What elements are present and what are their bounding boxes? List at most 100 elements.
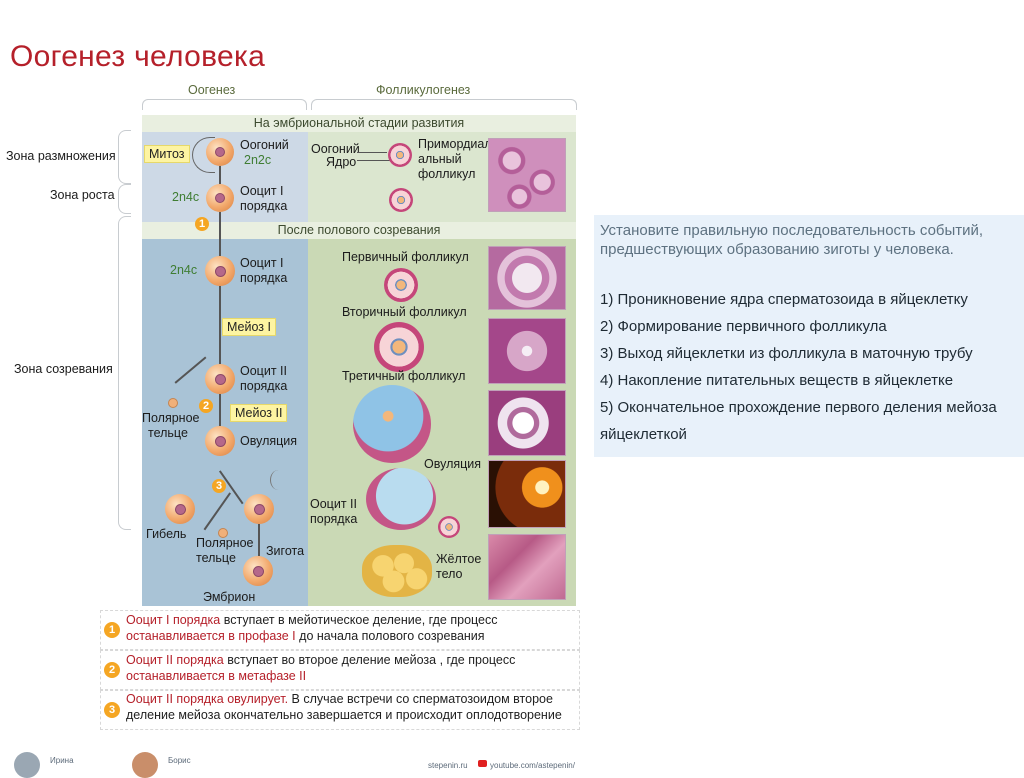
f-nucleus-label: Ядро — [326, 155, 357, 169]
note-1-line-1: Ооцит I порядка вступает в мейотическое … — [126, 612, 498, 628]
note-1-badge: 1 — [104, 622, 120, 638]
zone-maturation-label: Зона созревания — [14, 362, 113, 376]
ovulation-label: Овуляция — [240, 434, 298, 448]
primary-follicle-label: Первичный фолликул — [342, 250, 469, 264]
f-ovulation-label: Овуляция — [424, 457, 482, 471]
oogonium-cell — [206, 138, 234, 166]
zone-growth-label: Зона роста — [50, 188, 115, 202]
oogonium-2n2c: 2n2c — [244, 153, 272, 167]
ovulating-follicle — [366, 468, 436, 530]
task-item-4: 4) Накопление питательных веществ в яйце… — [600, 372, 954, 389]
note-1-highlight-2: останавливается в профазе I — [126, 629, 296, 643]
micrograph-corpus-luteum — [488, 534, 566, 600]
column-heading-oogenesis: Оогенез — [188, 83, 236, 97]
f-oocyte2-label-b: порядка — [310, 512, 358, 526]
note-2-line-1: Ооцит II порядка вступает во второе деле… — [126, 652, 515, 668]
note-2-text-1: вступает во второе деление мейоза , где … — [223, 653, 516, 667]
task-item-2: 2) Формирование первичного фолликула — [600, 318, 887, 335]
primordial-label-c: фолликул — [418, 167, 476, 181]
note-3-highlight-1: Ооцит II порядка овулирует. — [126, 692, 289, 706]
yellow-body-label-b: тело — [436, 567, 463, 581]
arrow-oogonium-oocyte — [219, 166, 221, 184]
polar-body-2 — [218, 528, 228, 538]
micrograph-tertiary — [488, 390, 566, 456]
oocyte1-cell-embryo — [206, 184, 234, 212]
note-2-line-2: останавливается в метафазе II — [126, 668, 306, 684]
micrograph-primary — [488, 246, 566, 310]
f-oogonium-label: Оогоний — [311, 142, 360, 156]
note-3-line-1: Ооцит II порядка овулирует. В случае вст… — [126, 691, 553, 707]
primary-follicle — [384, 268, 418, 302]
ovulated-oocyte-cell — [205, 426, 235, 456]
yellow-body-label-a: Жёлтое — [436, 552, 482, 566]
task-question: Установите правильную последовательность… — [600, 222, 984, 258]
footer-person-1: Ирина — [50, 756, 74, 765]
secondary-follicle-label: Вторичный фолликул — [342, 305, 467, 319]
primordial-label-a: Примордиаль- — [418, 137, 503, 151]
embryo-label: Эмбрион — [203, 590, 256, 604]
death-label: Гибель — [146, 527, 187, 541]
note-1-text-1: вступает в мейотическое деление, где про… — [220, 613, 498, 627]
arrow-ovulation — [219, 394, 221, 426]
meiosis1-tag: Мейоз I — [222, 318, 276, 336]
fertilized-cell — [244, 494, 274, 524]
note-3-text-1: В случае встречи со сперматозоидом второ… — [288, 692, 553, 706]
primordial-follicle — [389, 188, 413, 212]
micrograph-secondary — [488, 318, 566, 384]
micrograph-primordial — [488, 138, 566, 212]
oocyte2-cell — [205, 364, 235, 394]
bracket-maturation — [118, 216, 131, 530]
f-oocyte2-label-a: Ооцит II — [310, 497, 357, 511]
polar-body2-label-b: тельце — [196, 551, 236, 565]
zygote-cell — [243, 556, 273, 586]
note-3-box — [100, 690, 580, 730]
note-2-badge: 2 — [104, 662, 120, 678]
note-3-text-2: деление мейоза окончательно завершается … — [126, 708, 562, 722]
primordial-label-b: альный — [418, 152, 462, 166]
oocyte1-2n4c-top: 2n4c — [172, 190, 200, 204]
oocyte2-label-a: Ооцит II — [240, 364, 287, 378]
note-3-line-2: деление мейоза окончательно завершается … — [126, 707, 562, 723]
oocyte1-label-a: Ооцит I — [240, 184, 284, 198]
oocyte2-label-b: порядка — [240, 379, 288, 393]
brace-folliculogenesis — [311, 99, 577, 110]
note-2-highlight-1: Ооцит II порядка — [126, 653, 224, 667]
task-item-5-cont: яйцеклеткой — [600, 426, 687, 443]
sperm-icon — [270, 470, 287, 490]
oocyte1-puberty-label-b: порядка — [240, 271, 288, 285]
band-after-puberty: После полового созревания — [142, 222, 576, 239]
footer-site-2[interactable]: youtube.com/astepenin/ — [490, 761, 575, 770]
footer-site-1[interactable]: stepenin.ru — [428, 761, 468, 770]
avatar-2 — [132, 752, 158, 778]
note-1-box — [100, 610, 580, 650]
pointer-nucleus — [357, 160, 391, 161]
task-item-1: 1) Проникновение ядра сперматозоида в яй… — [600, 291, 968, 308]
meiosis2-tag: Мейоз II — [230, 404, 288, 422]
band-embryonic-stage: На эмбриональной стадии развития — [142, 115, 576, 132]
oocyte1-puberty-label-a: Ооцит I — [240, 256, 284, 270]
note-1-highlight-1: Ооцит I порядка — [126, 613, 221, 627]
oocyte1-2n4c: 2n4c — [170, 263, 198, 277]
footer-person-2: Борис — [168, 756, 191, 765]
avatar-1 — [14, 752, 40, 778]
corpus-luteum — [362, 545, 432, 597]
task-item-3: 3) Выход яйцеклетки из фолликула в маточ… — [600, 345, 973, 362]
note-1-line-2: останавливается в профазе I до начала по… — [126, 628, 485, 644]
polar-body-1 — [168, 398, 178, 408]
arrow-zygote — [258, 524, 260, 556]
mitosis-tag: Митоз — [144, 145, 190, 163]
death-cell — [165, 494, 195, 524]
youtube-icon — [478, 760, 487, 767]
released-oocyte — [438, 516, 460, 538]
note-3-badge: 3 — [104, 702, 120, 718]
note-2-highlight-2: останавливается в метафазе II — [126, 669, 307, 683]
bracket-growth — [118, 184, 131, 214]
column-heading-folliculogenesis: Фолликулогенез — [376, 83, 471, 97]
oocyte1-cell — [205, 256, 235, 286]
task-panel: Установите правильную последовательность… — [594, 215, 1024, 457]
micrograph-ovulation — [488, 460, 566, 528]
bracket-reproduction — [118, 130, 131, 184]
arrow-to-puberty — [219, 212, 221, 256]
note-1-text-2: до начала полового созревания — [295, 629, 485, 643]
page-title: Оогенез человека — [10, 40, 266, 73]
